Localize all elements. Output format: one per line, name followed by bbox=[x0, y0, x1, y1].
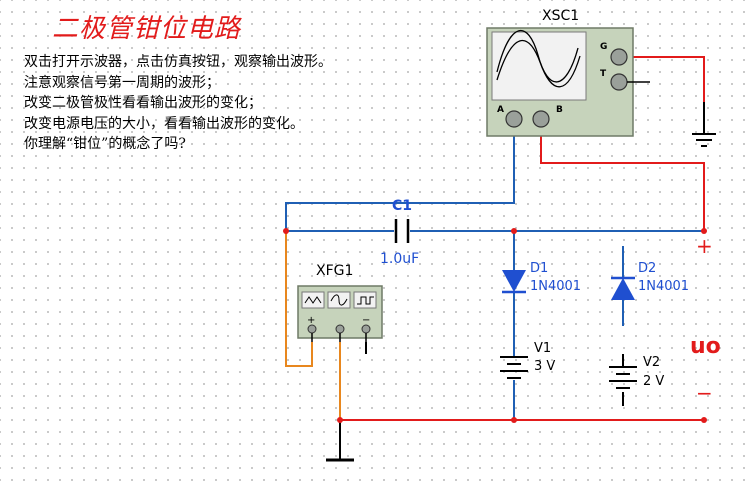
capacitor-c1[interactable] bbox=[394, 219, 410, 243]
diode1-model: 1N4001 bbox=[530, 279, 581, 294]
generator-terminal-minus[interactable] bbox=[361, 324, 371, 334]
scope-terminal-b[interactable] bbox=[532, 110, 550, 128]
scope-label-a: A bbox=[497, 105, 504, 115]
junction-dots bbox=[283, 228, 707, 423]
scope-terminal-a[interactable] bbox=[505, 110, 523, 128]
diode-d2[interactable] bbox=[611, 276, 635, 300]
output-voltage-label: uo bbox=[690, 334, 721, 359]
generator-plus-label: + bbox=[307, 315, 315, 326]
source2-value: 2 V bbox=[643, 374, 664, 389]
instruction-line: 改变二极管极性看看输出波形的变化； bbox=[24, 95, 262, 111]
dc-source-v1[interactable] bbox=[500, 350, 528, 379]
scope-terminal-t[interactable] bbox=[610, 73, 628, 91]
output-minus-label: − bbox=[696, 381, 713, 405]
ground-symbols bbox=[326, 102, 716, 462]
scope-name: XSC1 bbox=[542, 8, 579, 24]
wire-gen-plus bbox=[285, 231, 313, 367]
wire-scope-b bbox=[540, 121, 705, 231]
generator-name: XFG1 bbox=[316, 263, 353, 279]
source2-name: V2 bbox=[643, 355, 660, 370]
scope-label-t: T bbox=[600, 69, 607, 79]
instruction-line: 你理解“钳位”的概念了吗? bbox=[24, 136, 186, 152]
orange-wires bbox=[285, 231, 341, 420]
output-plus-label: + bbox=[696, 234, 713, 258]
triangle-wave-icon bbox=[304, 296, 322, 304]
wire-scope-g bbox=[629, 56, 705, 102]
wire-scope-a bbox=[285, 121, 515, 231]
blue-wires bbox=[285, 121, 704, 420]
function-generator-xfg1[interactable]: + − bbox=[297, 285, 383, 342]
instruction-line: 双击打开示波器，点击仿真按钮，观察输出波形。 bbox=[24, 54, 332, 70]
page-title: 二极管钳位电路 bbox=[52, 14, 242, 44]
square-wave-icon bbox=[357, 296, 374, 305]
generator-terminal-plus[interactable] bbox=[307, 324, 317, 334]
source1-value: 3 V bbox=[534, 359, 555, 374]
diode-d1[interactable] bbox=[502, 270, 526, 294]
diode1-name: D1 bbox=[530, 261, 548, 276]
instruction-line: 注意观察信号第一周期的波形； bbox=[24, 74, 220, 91]
generator-minus-label: − bbox=[362, 315, 370, 326]
capacitor-value: 1.0uF bbox=[380, 251, 419, 267]
diode2-model: 1N4001 bbox=[638, 279, 689, 294]
diode2-name: D2 bbox=[638, 261, 656, 276]
generator-terminal-common[interactable] bbox=[335, 324, 345, 334]
source1-name: V1 bbox=[534, 341, 551, 356]
instructions: 双击打开示波器，点击仿真按钮，观察输出波形。 注意观察信号第一周期的波形； 改变… bbox=[24, 52, 332, 155]
dc-source-v2[interactable] bbox=[609, 354, 637, 406]
scope-terminal-g[interactable] bbox=[610, 48, 628, 66]
oscilloscope-xsc1[interactable]: A B G T bbox=[486, 27, 650, 137]
sine-wave-icon bbox=[330, 294, 348, 306]
scope-label-g: G bbox=[600, 42, 607, 52]
instruction-line: 改变电源电压的大小，看看输出波形的变化。 bbox=[24, 115, 304, 132]
scope-label-b: B bbox=[556, 105, 563, 115]
red-wires bbox=[340, 56, 705, 421]
capacitor-name: C1 bbox=[392, 198, 412, 214]
